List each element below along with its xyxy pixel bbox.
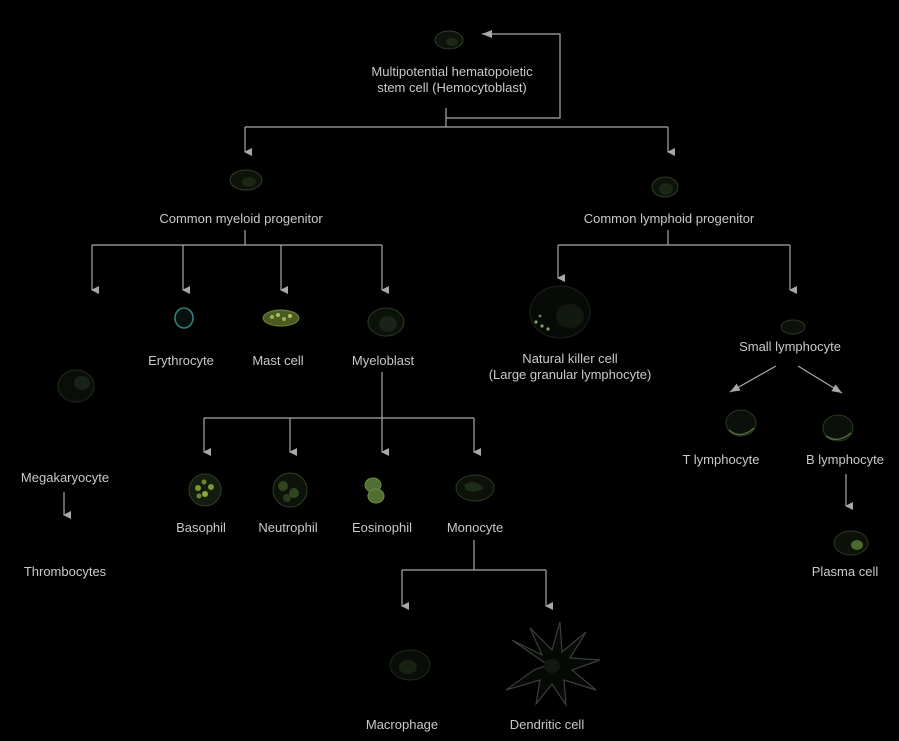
t-lymphocyte-icon <box>725 409 757 437</box>
lymphoid-progenitor-icon <box>651 176 679 198</box>
small-lymphocyte-label: Small lymphocyte <box>739 339 841 354</box>
basophil-label: Basophil <box>176 520 226 535</box>
macrophage-label: Macrophage <box>365 717 439 732</box>
nk-cell-label-line2: (Large granular lymphocyte) <box>488 367 652 382</box>
myeloid-progenitor-icon <box>229 169 263 191</box>
lymphoid-label: Common lymphoid progenitor <box>583 211 755 226</box>
megakaryocyte-label: Megakaryocyte <box>20 470 110 485</box>
hsc-cell-icon <box>434 30 464 50</box>
self-renewal-arrow <box>446 30 561 119</box>
plasma-cell-icon <box>833 530 869 556</box>
nk-cell-label: Natural killer cell (Large granular lymp… <box>489 351 652 383</box>
monocyte-label: Monocyte <box>446 520 504 535</box>
neutrophil-label: Neutrophil <box>258 520 318 535</box>
t-lymphocyte-label: T lymphocyte <box>682 452 760 467</box>
dendritic-cell-label: Dendritic cell <box>509 717 585 732</box>
eosinophil-label: Eosinophil <box>352 520 412 535</box>
mast-cell-label: Mast cell <box>252 353 304 368</box>
dendritic-cell-icon <box>505 621 601 708</box>
myeloid-label: Common myeloid progenitor <box>159 211 323 226</box>
myeloblast-icon <box>367 307 405 337</box>
nk-cell-icon <box>529 285 591 339</box>
hsc-label-line1: Multipotential hematopoietic <box>371 64 533 79</box>
b-lymphocyte-icon <box>822 414 854 442</box>
plasma-cell-label: Plasma cell <box>811 564 879 579</box>
hsc-label: Multipotential hematopoietic stem cell (… <box>371 64 532 96</box>
neutrophil-icon <box>272 472 308 508</box>
nk-cell-label-line1: Natural killer cell <box>522 351 618 366</box>
mast-cell-icon <box>262 309 300 327</box>
megakaryocyte-icon <box>57 369 95 403</box>
macrophage-icon <box>389 649 431 681</box>
thrombocytes-label: Thrombocytes <box>23 564 107 579</box>
basophil-icon <box>188 473 222 507</box>
erythrocyte-icon <box>174 307 194 329</box>
hsc-label-line2: stem cell (Hemocytoblast) <box>377 80 527 95</box>
arrow-to-t-lymphocyte <box>729 365 777 393</box>
monocyte-icon <box>455 474 495 502</box>
eosinophil-icon <box>364 477 385 504</box>
b-lymphocyte-label: B lymphocyte <box>805 452 885 467</box>
myeloblast-label: Myeloblast <box>351 353 415 368</box>
small-lymphocyte-icon <box>780 319 806 335</box>
arrow-to-b-lymphocyte <box>797 365 843 394</box>
erythrocyte-label: Erythrocyte <box>148 353 214 368</box>
